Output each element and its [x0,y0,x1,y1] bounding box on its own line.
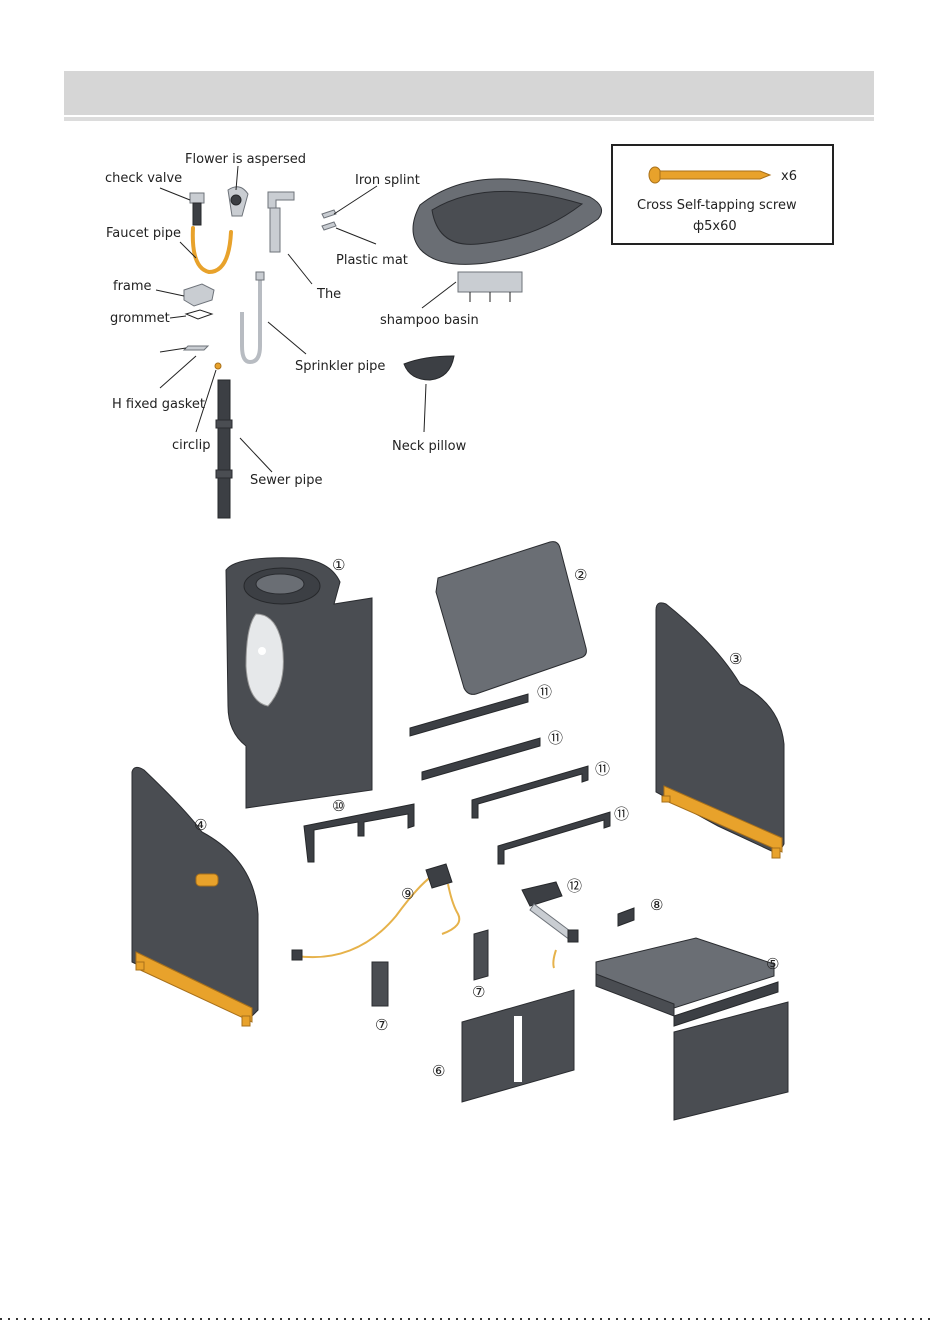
part-11d-bar [498,812,610,864]
label-plastic-mat: Plastic mat [336,253,408,268]
screw-info-box: x6 Cross Self-tapping screw ф5x60 [612,145,833,244]
label-grommet: grommet [110,311,170,326]
callout-7b: ⑦ [472,983,485,1001]
callout-10: ⑩ [332,797,345,815]
callout-11c: ⑪ [595,760,610,778]
sprayer-head-part [228,187,248,216]
callout-3: ③ [729,650,742,668]
part-1-main-body [226,558,372,808]
callout-5: ⑤ [766,955,779,973]
faucet-part [268,192,294,252]
part-11c-bar [472,766,588,818]
callout-12: ⑫ [567,877,582,895]
label-iron-splint: Iron splint [355,173,420,188]
label-faucet-pipe: Faucet pipe [106,226,181,241]
h-fixed-gasket-part [184,346,208,350]
frame-part [184,284,214,306]
label-shampoo-basin: shampoo basin [380,313,479,328]
part-6-slotted-plate [462,990,574,1102]
callout-11d: ⑪ [614,805,629,823]
screw-size: ф5x60 [693,219,737,234]
iron-splint-part [322,210,336,230]
neck-pillow-part [404,356,454,380]
screw-name: Cross Self-tapping screw [637,198,797,213]
check-valve-part [190,193,204,225]
part-4-left-side-panel [132,767,258,1026]
callout-7a: ⑦ [375,1016,388,1034]
part-7b-bracket [474,930,488,980]
sewer-pipe-part [216,380,232,518]
faucet-pipe-part [193,228,231,272]
part-10-frame [304,804,414,862]
callout-2: ② [574,566,587,584]
part-9-wiring [292,864,459,960]
label-sewer-pipe: Sewer pipe [250,473,322,488]
callout-9: ⑨ [401,885,414,903]
label-the: The [316,287,341,302]
label-neck-pillow: Neck pillow [392,439,467,454]
callout-8: ⑧ [650,896,663,914]
label-check-valve: check valve [105,171,182,186]
label-h-fixed-gasket: H fixed gasket [112,397,205,412]
label-frame: frame [113,279,152,294]
part-3-right-side-panel [656,603,784,858]
label-circlip: circlip [172,438,210,453]
callout-6: ⑥ [432,1062,445,1080]
part-7a-bracket [372,962,388,1006]
callout-11a: ⑪ [537,683,552,701]
label-flower-aspersed: Flower is aspersed [185,152,306,167]
shampoo-basin-part [413,179,602,302]
circlip-part [215,363,221,369]
callout-4: ④ [194,816,207,834]
sprinkler-pipe-part [242,272,264,362]
part-11a-bar [410,694,528,736]
screw-quantity: x6 [781,169,797,184]
label-sprinkler-pipe: Sprinkler pipe [295,359,385,374]
part-11b-bar [422,738,540,780]
part-8-clip [618,908,634,926]
bottom-dotted-border [0,1318,932,1320]
callout-1: ① [332,556,345,574]
part-2-backrest [436,542,586,695]
grommet-part [186,310,212,319]
callout-11b: ⑪ [548,729,563,747]
